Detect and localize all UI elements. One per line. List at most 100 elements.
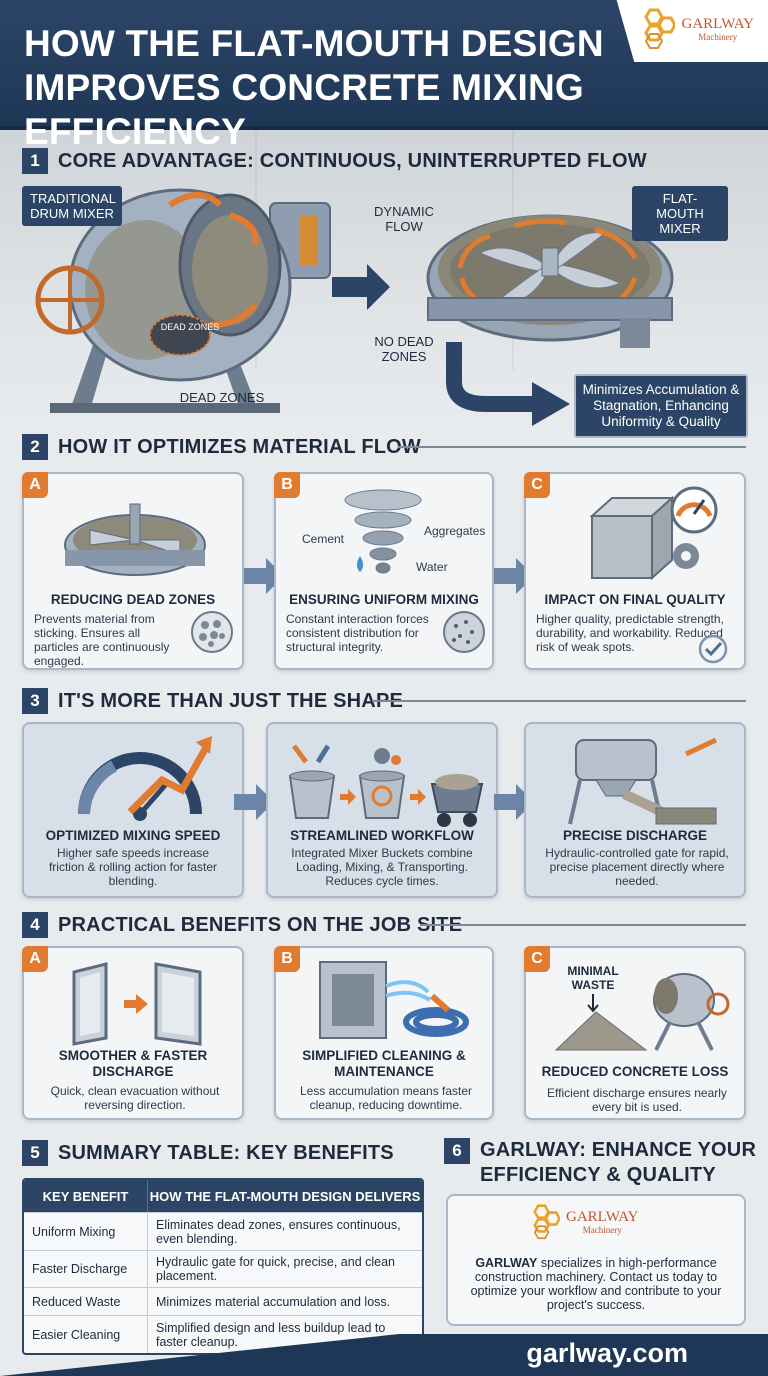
header-banner: HOW THE FLAT-MOUTH DESIGN IMPROVES CONCR… — [0, 0, 768, 152]
dynamic-flow-label: DYNAMIC FLOW — [374, 204, 434, 234]
logo-subtitle: Machinery — [698, 31, 738, 42]
result-callout: Minimizes Accumulation & Stagnation, Enh… — [574, 374, 748, 438]
logo-wordmark: GARLWAY — [566, 1208, 639, 1225]
card-letter: A — [22, 946, 48, 972]
table-cell-benefit: Reduced Waste — [24, 1288, 148, 1315]
card-body: Less accumulation means faster cleanup, … — [299, 1084, 473, 1112]
title-line-2: IMPROVES CONCRETE MIXING EFFICIENCY — [24, 67, 584, 152]
card-body: Integrated Mixer Buckets combine Loading… — [291, 846, 473, 888]
card-simplified-cleaning: B SIMPLIFIED CLEANING & MAINTENANCE Less… — [274, 946, 494, 1120]
section-number: 1 — [22, 148, 48, 174]
section-number: 6 — [444, 1138, 470, 1164]
logo-wordmark: GARLWAY — [681, 15, 754, 32]
section-4-header: 4 PRACTICAL BENEFITS ON THE JOB SITE — [22, 912, 462, 938]
card-reducing-dead-zones: A REDUCING DEAD ZONES Prevents material … — [22, 472, 244, 670]
card-title: IMPACT ON FINAL QUALITY — [544, 592, 726, 607]
card-body: Quick, clean evacuation without reversin… — [50, 1084, 220, 1112]
card-final-quality: C IMPACT ON FINAL QUALITY Higher quality… — [524, 472, 746, 670]
table-row: Faster Discharge Hydraulic gate for quic… — [24, 1250, 422, 1287]
card-body: Higher safe speeds increase friction & r… — [48, 846, 218, 888]
flat-mouth-mixer-tag: FLAT-MOUTH MIXER — [632, 186, 728, 241]
section-title: PRACTICAL BENEFITS ON THE JOB SITE — [58, 913, 463, 936]
divider — [398, 446, 746, 448]
speedometer-icon — [78, 736, 212, 821]
section-1-header: 1 CORE ADVANTAGE: CONTINUOUS, UNINTERRUP… — [22, 148, 647, 174]
card-letter: B — [274, 472, 300, 498]
table-header: KEY BENEFIT HOW THE FLAT-MOUTH DESIGN DE… — [24, 1180, 422, 1212]
aggregates-label: Aggregates — [424, 524, 486, 538]
contact-logo[interactable]: GARLWAY Machinery — [530, 1204, 639, 1240]
card-body: Prevents material from sticking. Ensures… — [34, 612, 170, 668]
section-2-header: 2 HOW IT OPTIMIZES MATERIAL FLOW — [22, 434, 421, 460]
section-number: 5 — [22, 1140, 48, 1166]
divider — [420, 924, 746, 926]
traditional-mixer-tag: TRADITIONAL DRUM MIXER — [22, 186, 122, 226]
section-number: 3 — [22, 688, 48, 714]
contact-card: GARLWAY Machinery GARLWAY specializes in… — [446, 1194, 746, 1326]
cement-label: Cement — [302, 532, 345, 546]
table-cell-benefit: Easier Cleaning — [24, 1316, 148, 1353]
card-body: Efficient discharge ensures nearly every… — [547, 1086, 727, 1114]
concrete-block-icon — [589, 486, 718, 581]
section-title-line-1: GARLWAY: ENHANCE YOUR — [480, 1139, 757, 1161]
hose-cleaning-icon — [319, 961, 469, 1039]
card-title: SIMPLIFIED CLEANING & MAINTENANCE — [302, 1048, 466, 1079]
section-title: SUMMARY TABLE: KEY BENEFITS — [58, 1141, 394, 1164]
no-dead-zones-label: NO DEAD ZONES — [374, 334, 434, 364]
hexagon-logo-icon — [533, 1204, 560, 1240]
section-6-header: 6 GARLWAY: ENHANCE YOUR EFFICIENCY & QUA… — [444, 1138, 756, 1188]
card-body: Higher quality, predictable strength, du… — [536, 612, 724, 654]
card-title: ENSURING UNIFORM MIXING — [289, 592, 479, 607]
table-cell-how: Hydraulic gate for quick, precise, and c… — [156, 1255, 396, 1283]
section-title: HOW IT OPTIMIZES MATERIAL FLOW — [58, 435, 422, 458]
particles-icon — [191, 611, 233, 653]
table-row: Reduced Waste Minimizes material accumul… — [24, 1287, 422, 1315]
section-3-header: 3 IT'S MORE THAN JUST THE SHAPE — [22, 688, 403, 714]
website-link[interactable]: garlway.com — [526, 1338, 688, 1368]
section-title: IT'S MORE THAN JUST THE SHAPE — [58, 689, 404, 712]
summary-table: KEY BENEFIT HOW THE FLAT-MOUTH DESIGN DE… — [22, 1178, 424, 1355]
dead-zones-label: DEAD ZONES — [179, 390, 265, 405]
table-cell-how: Eliminates dead zones, ensures continuou… — [156, 1217, 401, 1246]
discharge-gate-icon — [568, 737, 718, 825]
mixed-particles-icon — [443, 611, 485, 653]
title-line-1: HOW THE FLAT-MOUTH DESIGN — [24, 23, 604, 64]
table-row: Easier Cleaning Simplified design and le… — [24, 1315, 422, 1353]
tornado-mix-icon — [344, 489, 422, 574]
card-letter: C — [524, 472, 550, 498]
card-body: Constant interaction forces consistent d… — [286, 612, 429, 654]
hexagon-logo-icon — [644, 8, 676, 49]
page-title: HOW THE FLAT-MOUTH DESIGN IMPROVES CONCR… — [24, 22, 624, 154]
workflow-buckets-icon — [288, 744, 484, 827]
table-cell-how: Minimizes material accumulation and loss… — [156, 1294, 391, 1309]
right-arrow-icon — [234, 784, 274, 820]
card-streamlined-workflow: STREAMLINED WORKFLOW Integrated Mixer Bu… — [266, 722, 498, 898]
table-row: Uniform Mixing Eliminates dead zones, en… — [24, 1212, 422, 1250]
brand-name: GARLWAY — [475, 1256, 538, 1270]
card-title: STREAMLINED WORKFLOW — [290, 828, 474, 843]
card-reduced-loss: C MINIMAL WASTE REDUCED CONCRETE LOSS Ef… — [524, 946, 746, 1120]
water-label: Water — [416, 560, 448, 574]
card-title: PRECISE DISCHARGE — [562, 828, 708, 843]
card-faster-discharge: A SMOOTHER & FASTER DISCHARGE Quick, cle… — [22, 946, 244, 1120]
card-letter: A — [22, 472, 48, 498]
drum-mixer-illustration — [35, 188, 331, 413]
right-arrow-icon — [332, 264, 390, 310]
doors-icon — [72, 962, 202, 1046]
minimal-waste-label: MINIMAL WASTE — [567, 964, 619, 992]
curved-arrow-icon — [446, 342, 570, 426]
table-cell-how: Simplified design and less buildup lead … — [156, 1320, 386, 1349]
section-number: 4 — [22, 912, 48, 938]
column-header-delivery: HOW THE FLAT-MOUTH DESIGN DELIVERS — [149, 1188, 421, 1204]
card-letter: B — [274, 946, 300, 972]
divider — [372, 700, 746, 702]
pan-mixer-icon — [64, 503, 206, 576]
flat-mouth-mixer-illustration — [426, 214, 674, 348]
card-uniform-mixing: B Cement Aggregates Water ENSURING UNIFO… — [274, 472, 494, 670]
card-title: REDUCING DEAD ZONES — [50, 592, 216, 607]
card-precise-discharge: PRECISE DISCHARGE Hydraulic-controlled g… — [524, 722, 746, 898]
section-number: 2 — [22, 434, 48, 460]
logo[interactable]: GARLWAY Machinery — [616, 0, 768, 62]
section-title-line-2: EFFICIENCY & QUALITY — [480, 1164, 716, 1186]
card-mixing-speed: OPTIMIZED MIXING SPEED Higher safe speed… — [22, 722, 244, 898]
